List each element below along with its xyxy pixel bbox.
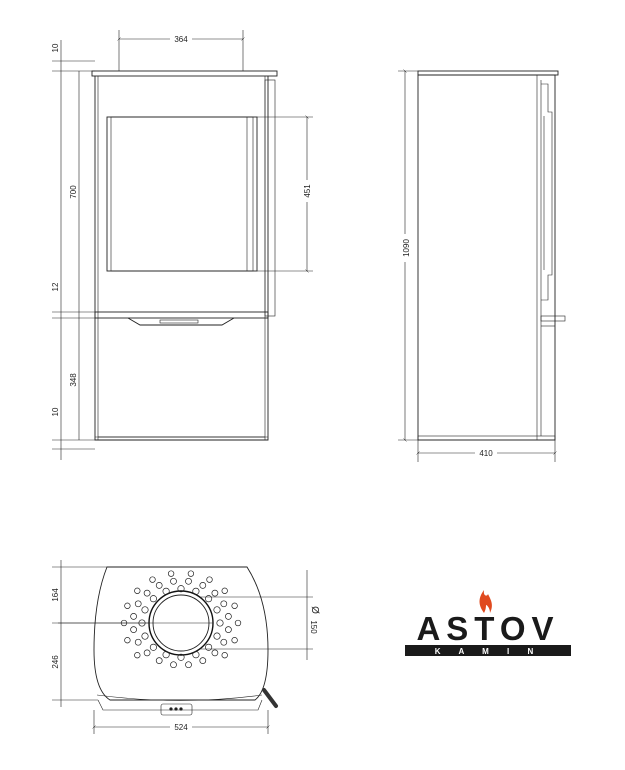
vent-hole bbox=[124, 637, 131, 644]
vent-hole bbox=[206, 576, 213, 583]
dim-upper-height: 700 bbox=[69, 185, 78, 199]
dim-bottom-gap: 10 bbox=[51, 407, 60, 416]
dim-total-height: 1090 bbox=[402, 239, 411, 257]
logo-subtitle: K A M I N bbox=[435, 647, 542, 656]
flame-icon bbox=[479, 590, 492, 613]
vent-hole bbox=[225, 613, 232, 620]
front-view: 364 10 700 12 348 10 451 bbox=[51, 30, 314, 460]
vent-hole bbox=[221, 587, 228, 594]
vent-hole bbox=[192, 587, 200, 595]
vent-hole bbox=[231, 637, 238, 644]
vent-hole bbox=[149, 643, 157, 651]
top-view: 164 246 524 Ø 150 bbox=[51, 560, 320, 734]
vent-hole bbox=[170, 661, 177, 669]
vent-hole bbox=[134, 638, 142, 646]
vent-hole bbox=[149, 595, 157, 603]
vent-hole bbox=[143, 589, 151, 597]
dim-depth: 410 bbox=[479, 449, 493, 458]
logo-subtitle-bar bbox=[405, 645, 571, 656]
vent-hole bbox=[234, 619, 242, 627]
vent-hole bbox=[211, 649, 219, 657]
vent-hole bbox=[149, 576, 156, 583]
vent-hole bbox=[177, 653, 185, 661]
dim-diameter-symbol: Ø bbox=[309, 606, 320, 614]
vent-hole bbox=[220, 638, 228, 646]
side-view: 1090 410 bbox=[398, 71, 566, 462]
vent-hole bbox=[143, 649, 151, 657]
vent-hole bbox=[199, 582, 207, 589]
vent-hole bbox=[221, 652, 228, 659]
vent-hole bbox=[192, 651, 200, 659]
vent-hole bbox=[155, 582, 163, 589]
vent-hole bbox=[185, 577, 192, 585]
vent-hole bbox=[134, 652, 141, 659]
vent-hole bbox=[130, 613, 137, 620]
vent-hole bbox=[124, 602, 131, 609]
vent-hole bbox=[177, 585, 185, 593]
vent-hole bbox=[141, 606, 149, 614]
vent-hole bbox=[211, 589, 219, 597]
vent-hole bbox=[134, 600, 142, 608]
vent-hole bbox=[185, 661, 192, 669]
vent-hole bbox=[130, 626, 137, 633]
vent-hole bbox=[141, 632, 149, 640]
dim-lower-height: 348 bbox=[69, 373, 78, 387]
dim-top-gap: 10 bbox=[51, 43, 60, 52]
vent-hole bbox=[162, 587, 170, 595]
dim-top-front-depth: 246 bbox=[51, 655, 60, 669]
vent-hole bbox=[220, 600, 228, 608]
vent-hole bbox=[170, 577, 177, 585]
vent-holes bbox=[120, 570, 242, 669]
vent-hole bbox=[199, 657, 207, 664]
vent-hole bbox=[155, 657, 163, 664]
vent-hole bbox=[187, 570, 195, 577]
dim-front-width: 364 bbox=[174, 35, 188, 44]
vent-hole bbox=[205, 643, 213, 651]
dim-flue-diameter: 150 bbox=[309, 620, 318, 634]
control-dots bbox=[169, 707, 183, 711]
astov-logo: ASTOV K A M I N bbox=[405, 590, 571, 656]
dim-shelf-gap: 12 bbox=[51, 282, 60, 291]
dim-top-width: 524 bbox=[174, 723, 188, 732]
vent-hole bbox=[216, 619, 224, 627]
left-dimension-chain bbox=[52, 40, 95, 460]
dim-glass-height: 451 bbox=[303, 184, 312, 198]
vent-hole bbox=[225, 626, 232, 633]
logo-brand: ASTOV bbox=[416, 610, 559, 647]
vent-hole bbox=[213, 606, 221, 614]
dim-top-rear-depth: 164 bbox=[51, 588, 60, 602]
vent-hole bbox=[231, 602, 238, 609]
vent-hole bbox=[167, 570, 175, 577]
vent-hole bbox=[205, 595, 213, 603]
vent-hole bbox=[213, 632, 221, 640]
vent-hole bbox=[134, 587, 141, 594]
vent-hole bbox=[162, 651, 170, 659]
